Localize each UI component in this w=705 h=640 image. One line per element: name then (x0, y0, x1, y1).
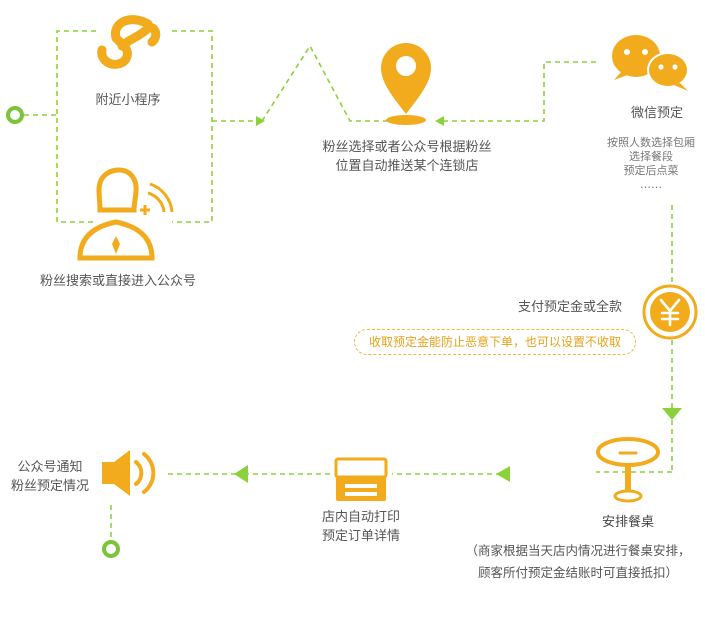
location-label: 粉丝选择或者公众号根据粉丝 位置自动推送某个连锁店 (297, 138, 517, 176)
mini-program-label: 附近小程序 (95, 93, 161, 108)
payment-note: 收取预定金能防止恶意下单，也可以设置不收取 (368, 335, 621, 349)
table-detail-2: 顾客所付预定金结账时可直接抵扣） (477, 565, 678, 580)
speaker-icon (102, 450, 156, 496)
notify-line-2: 粉丝预定情况 (10, 479, 89, 494)
location-line-1: 粉丝选择或者公众号根据粉丝 (322, 140, 492, 155)
end-dot (102, 540, 120, 558)
wechat-detail-4: …… (640, 178, 662, 191)
printer-line-1: 店内自动打印 (321, 510, 400, 525)
printer-line-2: 预定订单详情 (321, 529, 400, 544)
wechat-label: 微信预定 (630, 106, 683, 121)
printer-label: 店内自动打印 预定订单详情 (306, 508, 416, 546)
payment-label: 支付预定金或全款 (517, 300, 622, 315)
payment-note-pill (354, 329, 636, 355)
notify-line-1: 公众号通知 (17, 460, 83, 475)
notify-label: 公众号通知 粉丝预定情况 (2, 458, 98, 496)
wechat-icon (612, 35, 689, 91)
table-details: （商家根据当天店内情况进行餐桌安排， 顾客所付预定金结账时可直接抵扣） (452, 540, 704, 584)
mini-program-icon (97, 15, 161, 69)
official-account-label: 粉丝搜索或直接进入公众号 (39, 274, 196, 289)
map-pin-icon (381, 43, 431, 125)
printer-icon (334, 457, 388, 501)
user-plus-icon (77, 167, 174, 261)
wechat-detail-1: 按照人数选择包厢 (607, 136, 695, 149)
table-label: 安排餐桌 (601, 515, 654, 530)
arrow-heads (234, 116, 682, 483)
table-detail-1: （商家根据当天店内情况进行餐桌安排， (465, 543, 691, 558)
start-dot (6, 106, 24, 124)
wechat-details: 按照人数选择包厢 选择餐段 预定后点菜 …… (598, 136, 704, 192)
location-line-2: 位置自动推送某个连锁店 (335, 159, 479, 174)
wechat-detail-3: 预定后点菜 (623, 164, 679, 177)
wechat-detail-2: 选择餐段 (629, 150, 673, 163)
table-icon (596, 437, 660, 503)
yen-icon (642, 284, 698, 340)
connector-lines (24, 30, 673, 540)
